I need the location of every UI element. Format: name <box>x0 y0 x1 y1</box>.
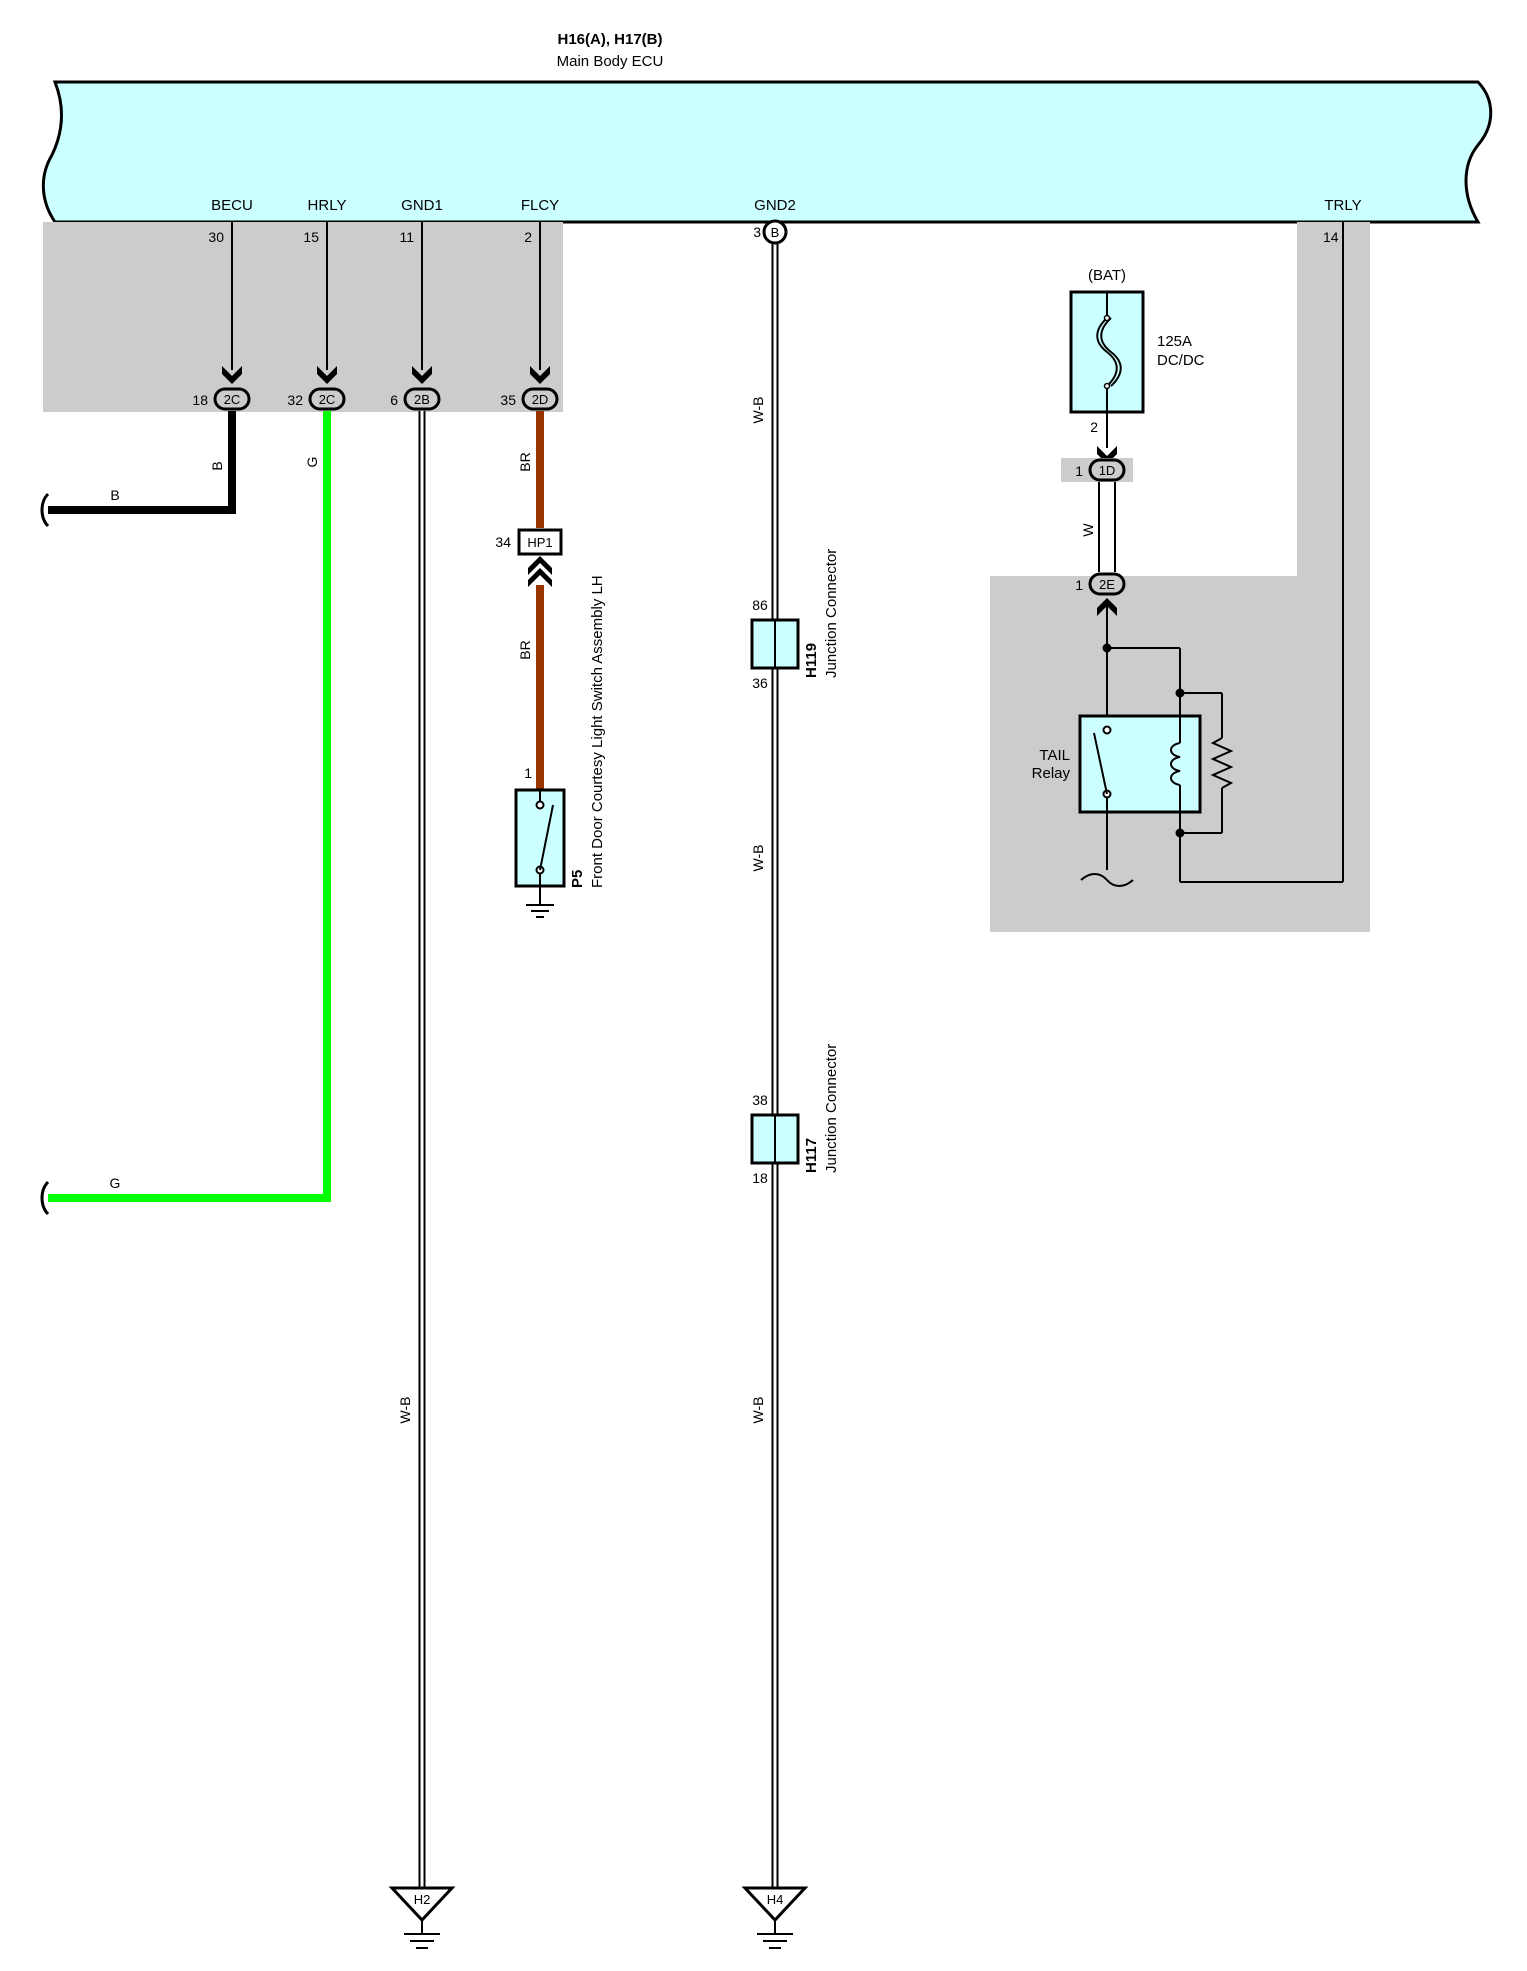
junction-block-left <box>43 222 563 412</box>
switch-id: P5 <box>569 870 586 888</box>
wire-label-g-vertical: G <box>304 457 320 468</box>
wire-b-break <box>40 492 50 528</box>
switch-pin: 1 <box>524 765 532 781</box>
h117-pin-top: 38 <box>752 1092 768 1108</box>
pin-gnd2: 3 <box>753 224 761 240</box>
arrow-becu <box>222 366 242 384</box>
arrow-hrly <box>317 366 337 384</box>
h117-pin-bottom: 18 <box>752 1170 768 1186</box>
arrow-flcy <box>530 366 550 384</box>
hp1-chevron <box>528 556 552 587</box>
relay-label-line2: Relay <box>1032 765 1071 782</box>
terminal-gnd2: GND2 <box>754 197 796 214</box>
wire-g <box>48 411 331 1202</box>
h117-name: Junction Connector <box>823 1044 840 1173</box>
pin-trly: 14 <box>1323 229 1339 245</box>
junction-pin-gnd1: 6 <box>390 392 398 408</box>
connector-1d-pin: 1 <box>1075 463 1083 479</box>
junction-pin-becu: 18 <box>192 392 208 408</box>
connector-1d: 1D <box>1088 458 1126 482</box>
wire-b <box>48 411 236 514</box>
connector-2b-gnd1: 2B <box>403 387 441 411</box>
fuse-125a <box>1069 290 1145 414</box>
connector-2c-hrly: 2C <box>308 387 346 411</box>
ground-h4-icon: H4 <box>741 1886 809 1949</box>
h117-id: H117 <box>803 1138 820 1173</box>
svg-text:2C: 2C <box>319 392 336 407</box>
junction-connector-h119 <box>750 618 800 670</box>
connector-2e-pin: 1 <box>1075 577 1083 593</box>
switch-p5 <box>514 788 566 888</box>
connector-2c-becu: 2C <box>213 387 251 411</box>
switch-name: Front Door Courtesy Light Switch Assembl… <box>589 575 606 888</box>
terminal-hrly: HRLY <box>308 197 347 214</box>
ecu-id: H16(A), H17(B) <box>557 31 662 48</box>
svg-text:2E: 2E <box>1099 577 1115 592</box>
hp1-pin: 34 <box>495 534 511 550</box>
ground-h2-icon: H2 <box>388 1886 456 1949</box>
h119-pin-top: 86 <box>752 597 768 613</box>
terminal-becu: BECU <box>211 197 253 214</box>
wire-label-wb-gnd2-bottom: W-B <box>750 1397 766 1424</box>
svg-text:2C: 2C <box>224 392 241 407</box>
connector-b-gnd2: B <box>762 219 788 245</box>
h119-id: H119 <box>803 643 820 678</box>
wire-g-break <box>40 1180 50 1216</box>
ecu-body <box>41 80 1493 224</box>
ecu-name: Main Body ECU <box>557 53 664 70</box>
arrow-2e <box>1097 598 1117 616</box>
fuse-source: (BAT) <box>1088 267 1126 284</box>
wire-label-br-top: BR <box>517 452 533 471</box>
wire-label-wb-gnd1: W-B <box>397 1397 413 1424</box>
junction-connector-h117 <box>750 1113 800 1165</box>
svg-text:1D: 1D <box>1099 463 1116 478</box>
fuse-rating: 125A <box>1157 333 1192 350</box>
terminal-flcy: FLCY <box>521 197 559 214</box>
terminal-trly: TRLY <box>1324 197 1361 214</box>
svg-text:B: B <box>771 225 780 240</box>
connector-2d-flcy: 2D <box>521 387 559 411</box>
relay-label-line1: TAIL <box>1039 747 1070 764</box>
svg-text:HP1: HP1 <box>527 535 552 550</box>
wire-label-b-vertical: B <box>209 461 225 470</box>
wire-label-b-horizontal: B <box>110 487 119 503</box>
arrow-gnd1 <box>412 366 432 384</box>
wire-label-g-horizontal: G <box>110 1175 121 1191</box>
connector-2e: 2E <box>1088 572 1126 596</box>
tail-relay <box>1078 604 1234 887</box>
fuse-pin: 2 <box>1090 419 1098 435</box>
wire-label-br-bottom: BR <box>517 640 533 659</box>
switch-ground-icon <box>526 886 554 918</box>
pin-flcy: 2 <box>524 229 532 245</box>
wire-label-w: W <box>1080 523 1096 537</box>
h119-name: Junction Connector <box>823 549 840 678</box>
terminal-gnd1: GND1 <box>401 197 443 214</box>
pin-hrly: 15 <box>303 229 319 245</box>
svg-text:2D: 2D <box>532 392 549 407</box>
wire-label-wb-gnd2-mid: W-B <box>750 845 766 872</box>
wire-label-wb-gnd2-top: W-B <box>750 397 766 424</box>
junction-pin-flcy: 35 <box>500 392 516 408</box>
connector-hp1: HP1 <box>517 528 563 556</box>
svg-text:H2: H2 <box>414 1892 431 1907</box>
h119-pin-bottom: 36 <box>752 675 768 691</box>
junction-pin-hrly: 32 <box>287 392 303 408</box>
svg-text:H4: H4 <box>767 1892 784 1907</box>
svg-text:2B: 2B <box>414 392 430 407</box>
fuse-name: DC/DC <box>1157 352 1205 369</box>
pin-becu: 30 <box>208 229 224 245</box>
pin-gnd1: 11 <box>399 229 414 245</box>
